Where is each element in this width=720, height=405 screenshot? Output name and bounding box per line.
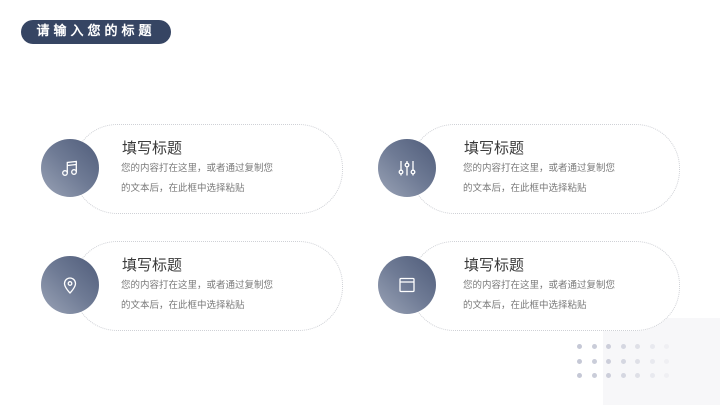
- slide-title: 请输入您的标题: [21, 20, 171, 44]
- decorative-dot: [620, 373, 626, 378]
- decorative-dot: [649, 358, 655, 364]
- browser-window-icon: [399, 277, 415, 293]
- decorative-dot: [620, 358, 626, 364]
- decorative-dot: [664, 344, 669, 349]
- decorative-dot: [635, 358, 640, 364]
- decorative-dot: [577, 344, 582, 349]
- decorative-dot: [591, 358, 597, 364]
- card-3-body-line1: 您的内容打在这里，或者通过复制您: [121, 280, 274, 291]
- decorative-dot: [635, 373, 640, 378]
- card-3-icon-circle: [41, 256, 99, 314]
- decorative-dot: [591, 344, 597, 349]
- location-pin-icon: [63, 277, 77, 294]
- card-1-body-line1: 您的内容打在这里，或者通过复制您: [121, 163, 274, 174]
- card-4: [410, 241, 680, 331]
- decorative-dot: [577, 358, 582, 364]
- decorative-dot: [606, 358, 611, 364]
- card-4-body-line1: 您的内容打在这里，或者通过复制您: [463, 280, 616, 291]
- card-3-body: 您的内容打在这里，或者通过复制您 的文本后，在此框中选择粘贴: [121, 276, 301, 316]
- decorative-dot: [577, 373, 582, 378]
- card-3-title: 填写标题: [122, 256, 183, 274]
- card-1: [73, 124, 343, 214]
- card-2-icon-circle: [378, 139, 436, 197]
- card-2: [410, 124, 680, 214]
- decorative-dot: [664, 373, 669, 378]
- card-2-title: 填写标题: [464, 139, 525, 157]
- sliders-icon: [398, 161, 416, 176]
- card-1-body-line2: 的文本后，在此框中选择粘贴: [121, 183, 245, 194]
- card-1-title: 填写标题: [122, 139, 183, 157]
- card-4-body-line2: 的文本后，在此框中选择粘贴: [463, 300, 587, 311]
- decorative-dot: [591, 373, 597, 378]
- card-1-icon-circle: [41, 139, 99, 197]
- decorative-dot: [620, 344, 626, 349]
- decorative-rectangle: [603, 318, 720, 405]
- decorative-dot: [664, 358, 669, 364]
- card-3-body-line2: 的文本后，在此框中选择粘贴: [121, 300, 245, 311]
- card-2-body-line1: 您的内容打在这里，或者通过复制您: [463, 163, 616, 174]
- decorative-dot: [606, 344, 611, 349]
- decorative-dot: [635, 344, 640, 349]
- card-2-body-line2: 的文本后，在此框中选择粘贴: [463, 183, 587, 194]
- decorative-dot: [606, 373, 611, 378]
- decorative-dot: [649, 373, 655, 378]
- card-4-title: 填写标题: [464, 256, 525, 274]
- card-2-body: 您的内容打在这里，或者通过复制您 的文本后，在此框中选择粘贴: [463, 159, 643, 199]
- card-4-body: 您的内容打在这里，或者通过复制您 的文本后，在此框中选择粘贴: [463, 276, 643, 316]
- music-note-icon: [62, 160, 77, 176]
- card-4-icon-circle: [378, 256, 436, 314]
- decorative-dot: [649, 344, 655, 349]
- card-1-body: 您的内容打在这里，或者通过复制您 的文本后，在此框中选择粘贴: [121, 159, 301, 199]
